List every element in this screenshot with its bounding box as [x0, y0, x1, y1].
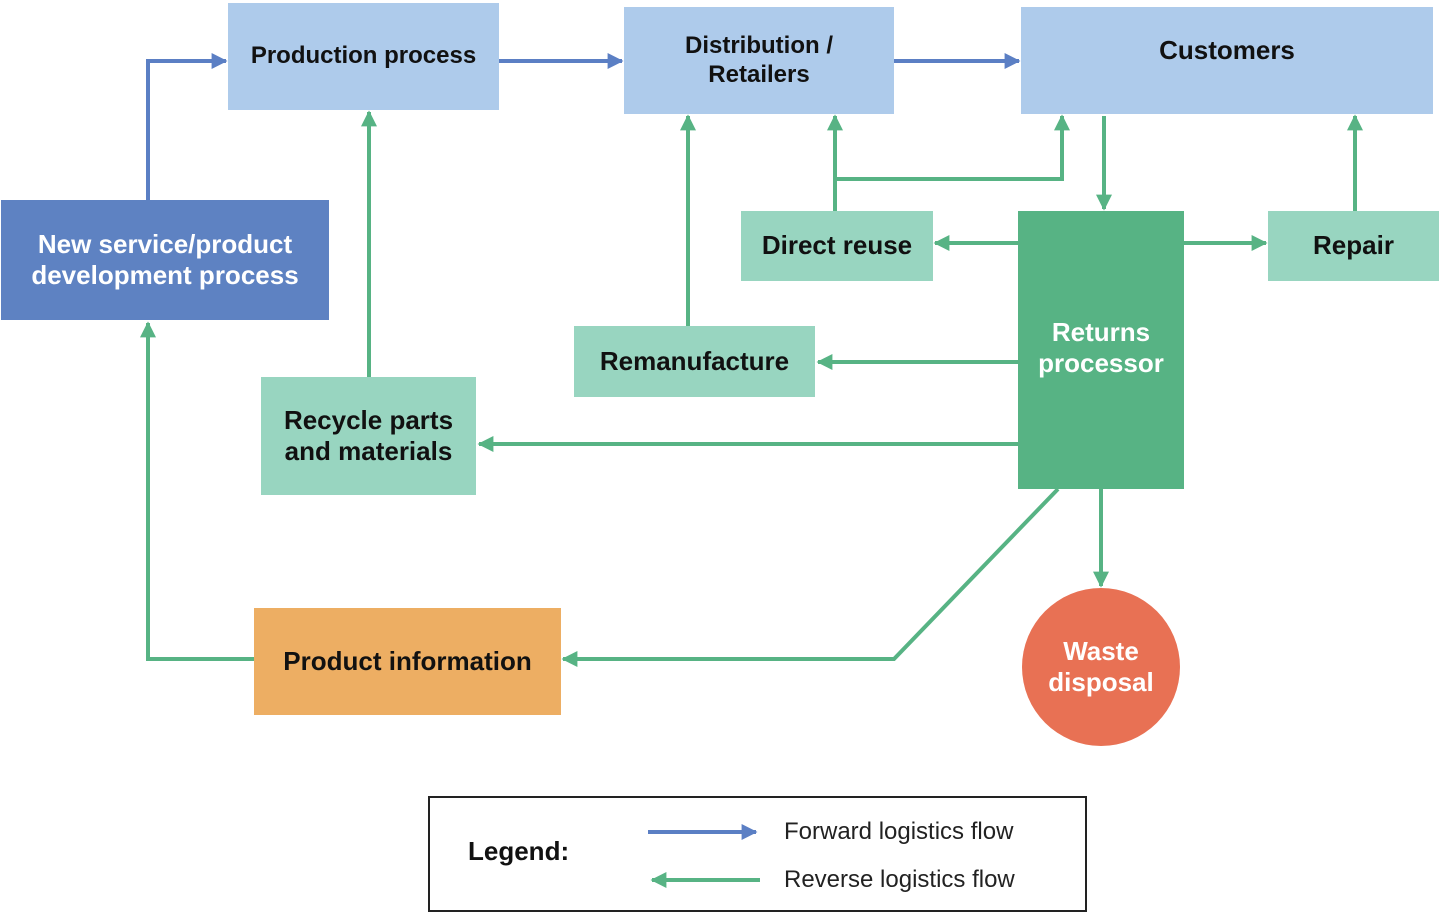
flow-newservice-to-production	[146, 53, 228, 200]
recycle-label-line2: and materials	[284, 436, 453, 466]
flow-directreuse-to-customers	[835, 114, 1070, 181]
returns-label-line2: processor	[1038, 348, 1164, 379]
legend-title: Legend:	[468, 836, 570, 866]
repair-box: Repair	[1268, 211, 1439, 281]
repair-label: Repair	[1313, 230, 1394, 261]
recycle-parts-box: Recycle parts and materials	[261, 377, 476, 495]
customers-label: Customers	[1159, 35, 1295, 65]
production-process-box: Production process	[228, 3, 499, 110]
returns-label-line1: Returns	[1051, 317, 1151, 347]
waste-label-line2: disposal	[1048, 667, 1154, 697]
remanufacture-label: Remanufacture	[599, 345, 790, 376]
customers-box: Customers	[1021, 7, 1433, 114]
new-service-development-box: New service/product development process	[1, 200, 329, 320]
waste-label-line1: Waste	[1063, 635, 1139, 666]
forward-flow-swatch	[648, 824, 758, 840]
distribution-label-line2: Retailers	[708, 60, 810, 88]
reverse-flow-swatch	[650, 872, 760, 888]
new-service-label-line2: development process	[31, 260, 299, 290]
remanufacture-box: Remanufacture	[574, 326, 815, 397]
returns-processor-box: Returns processor	[1018, 211, 1184, 489]
direct-reuse-label: Direct reuse	[761, 230, 913, 261]
product-information-label: Product information	[283, 645, 532, 676]
product-information-box: Product information	[254, 608, 561, 715]
legend-box: Legend: Forward logistics flow Reverse l…	[428, 796, 1087, 912]
direct-reuse-box: Direct reuse	[741, 211, 933, 281]
production-process-label: Production process	[250, 42, 477, 70]
waste-disposal-circle: Waste disposal	[1022, 588, 1180, 746]
flow-productinfo-to-newservice	[140, 321, 254, 661]
reverse-flow-label: Reverse logistics flow	[784, 866, 1015, 893]
recycle-label-line1: Recycle parts	[283, 404, 454, 435]
distribution-label-line1: Distribution /	[685, 31, 833, 59]
new-service-label-line1: New service/product	[37, 228, 293, 259]
distribution-retailers-box: Distribution / Retailers	[624, 7, 894, 114]
flow-returns-to-productinfo	[561, 487, 1060, 667]
forward-flow-label: Forward logistics flow	[784, 818, 1014, 845]
